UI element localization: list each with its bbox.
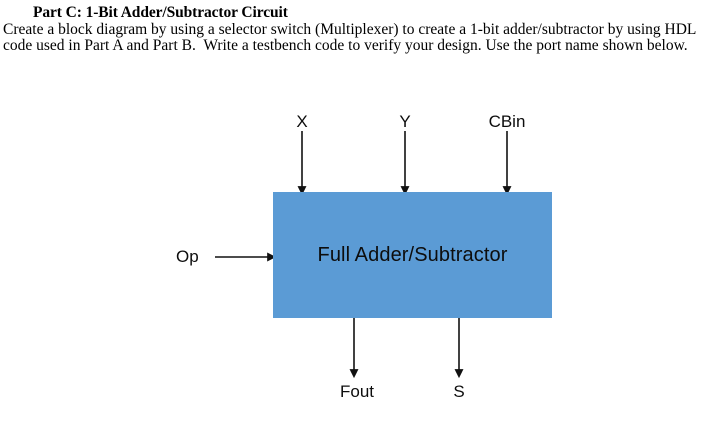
- block-label: Full Adder/Subtractor: [317, 243, 508, 266]
- port-label-s: S: [453, 382, 465, 401]
- port-label-fout: Fout: [339, 382, 375, 401]
- page-title: Part C: 1-Bit Adder/Subtractor Circuit: [33, 4, 288, 21]
- instruction-paragraph: Create a block diagram by using a select…: [3, 21, 700, 55]
- port-label-cbin: CBin: [488, 112, 526, 131]
- port-label-op: Op: [176, 247, 199, 266]
- instruction-text-block: Part C: 1-Bit Adder/Subtractor Circuit C…: [0, 4, 723, 55]
- full-adder-subtractor-block: Full Adder/Subtractor: [273, 192, 552, 318]
- port-label-x: X: [296, 112, 308, 131]
- port-label-y: Y: [399, 112, 411, 131]
